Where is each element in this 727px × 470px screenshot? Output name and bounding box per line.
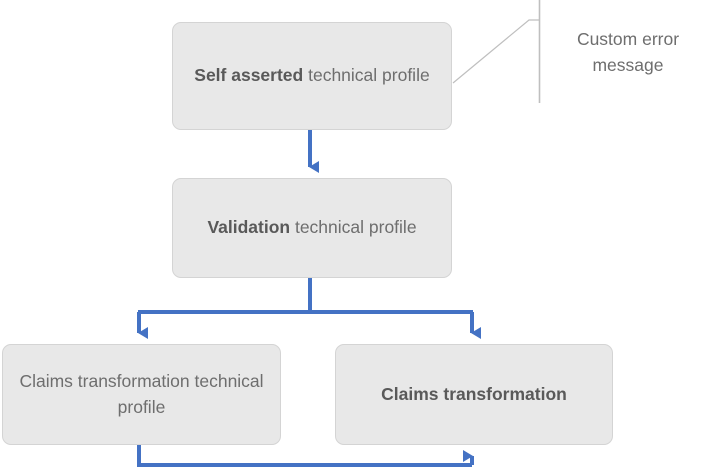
node-validation-technical-profile[interactable]: Validation technical profile <box>172 178 452 278</box>
node-self-asserted-label-regular: technical profile <box>303 65 430 86</box>
node-claims-transformation[interactable]: Claims transformation <box>335 344 613 445</box>
node-self-asserted-label: Self asserted technical profile <box>194 63 429 88</box>
node-claims-transformation-label: Claims transformation <box>381 383 567 404</box>
callout-leader-line <box>452 0 541 103</box>
edge-claims-tp-loop-to-claims-transformation <box>137 445 474 467</box>
node-validation-label: Validation technical profile <box>207 215 416 240</box>
node-self-asserted-technical-profile[interactable]: Self asserted technical profile <box>172 22 452 130</box>
node-validation-label-bold: Validation <box>207 217 291 238</box>
node-validation-label-regular: technical profile <box>290 217 417 238</box>
node-claims-transformation-technical-profile[interactable]: Claims transformation technical profile <box>2 344 281 445</box>
edge-validation-branch <box>137 278 481 339</box>
node-self-asserted-label-bold: Self asserted <box>194 65 304 86</box>
node-claims-transformation-tp-label: Claims transformation technical profile <box>19 371 264 417</box>
callout-custom-error-message: Custom error message <box>576 29 680 76</box>
